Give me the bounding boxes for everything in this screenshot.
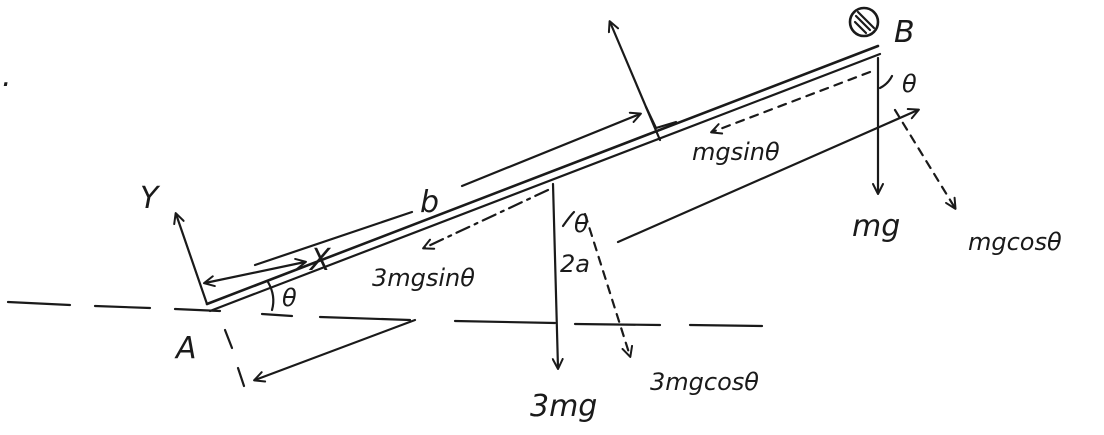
label-angle-center: θ xyxy=(574,210,589,238)
label-point-b: B xyxy=(894,15,915,50)
dimension-rod-length xyxy=(253,108,920,383)
y-axis-arrow xyxy=(173,212,209,306)
hinge-marks-a xyxy=(223,328,246,388)
label-component-3mgsin: 3mgsinθ xyxy=(372,264,475,292)
label-length-b: b xyxy=(420,185,439,220)
force-3mg-arrow xyxy=(551,182,564,370)
label-angle-incline: θ xyxy=(282,284,297,312)
label-force-3mg: 3mg xyxy=(530,389,597,424)
component-mgsin-arrow xyxy=(710,70,872,135)
end-mass-b xyxy=(848,6,880,38)
component-3mgsin-arrow xyxy=(422,188,550,250)
component-mgcos-arrow xyxy=(893,108,957,210)
label-component-3mgcos: 3mgcosθ xyxy=(650,368,759,396)
horizontal-reference-line xyxy=(6,300,764,328)
dimension-b xyxy=(253,111,642,267)
stray-mark: . xyxy=(2,59,12,94)
right-angle-mark xyxy=(644,105,678,130)
angle-arc-b xyxy=(878,74,894,90)
label-force-mg: mg xyxy=(852,209,900,244)
label-axis-y: Y xyxy=(140,181,161,216)
angle-arc-center xyxy=(561,210,576,228)
angle-arc-incline xyxy=(266,280,275,312)
component-3mgcos-arrow xyxy=(583,212,634,358)
label-axis-x: X xyxy=(308,243,332,278)
label-component-mgsin: mgsinθ xyxy=(692,138,780,166)
label-angle-b: θ xyxy=(902,70,917,98)
label-point-a: A xyxy=(174,331,197,366)
label-length-2a: 2a xyxy=(560,250,590,278)
rod xyxy=(205,44,882,313)
x-axis-arrow xyxy=(203,257,307,288)
label-component-mgcos: mgcosθ xyxy=(968,228,1062,256)
